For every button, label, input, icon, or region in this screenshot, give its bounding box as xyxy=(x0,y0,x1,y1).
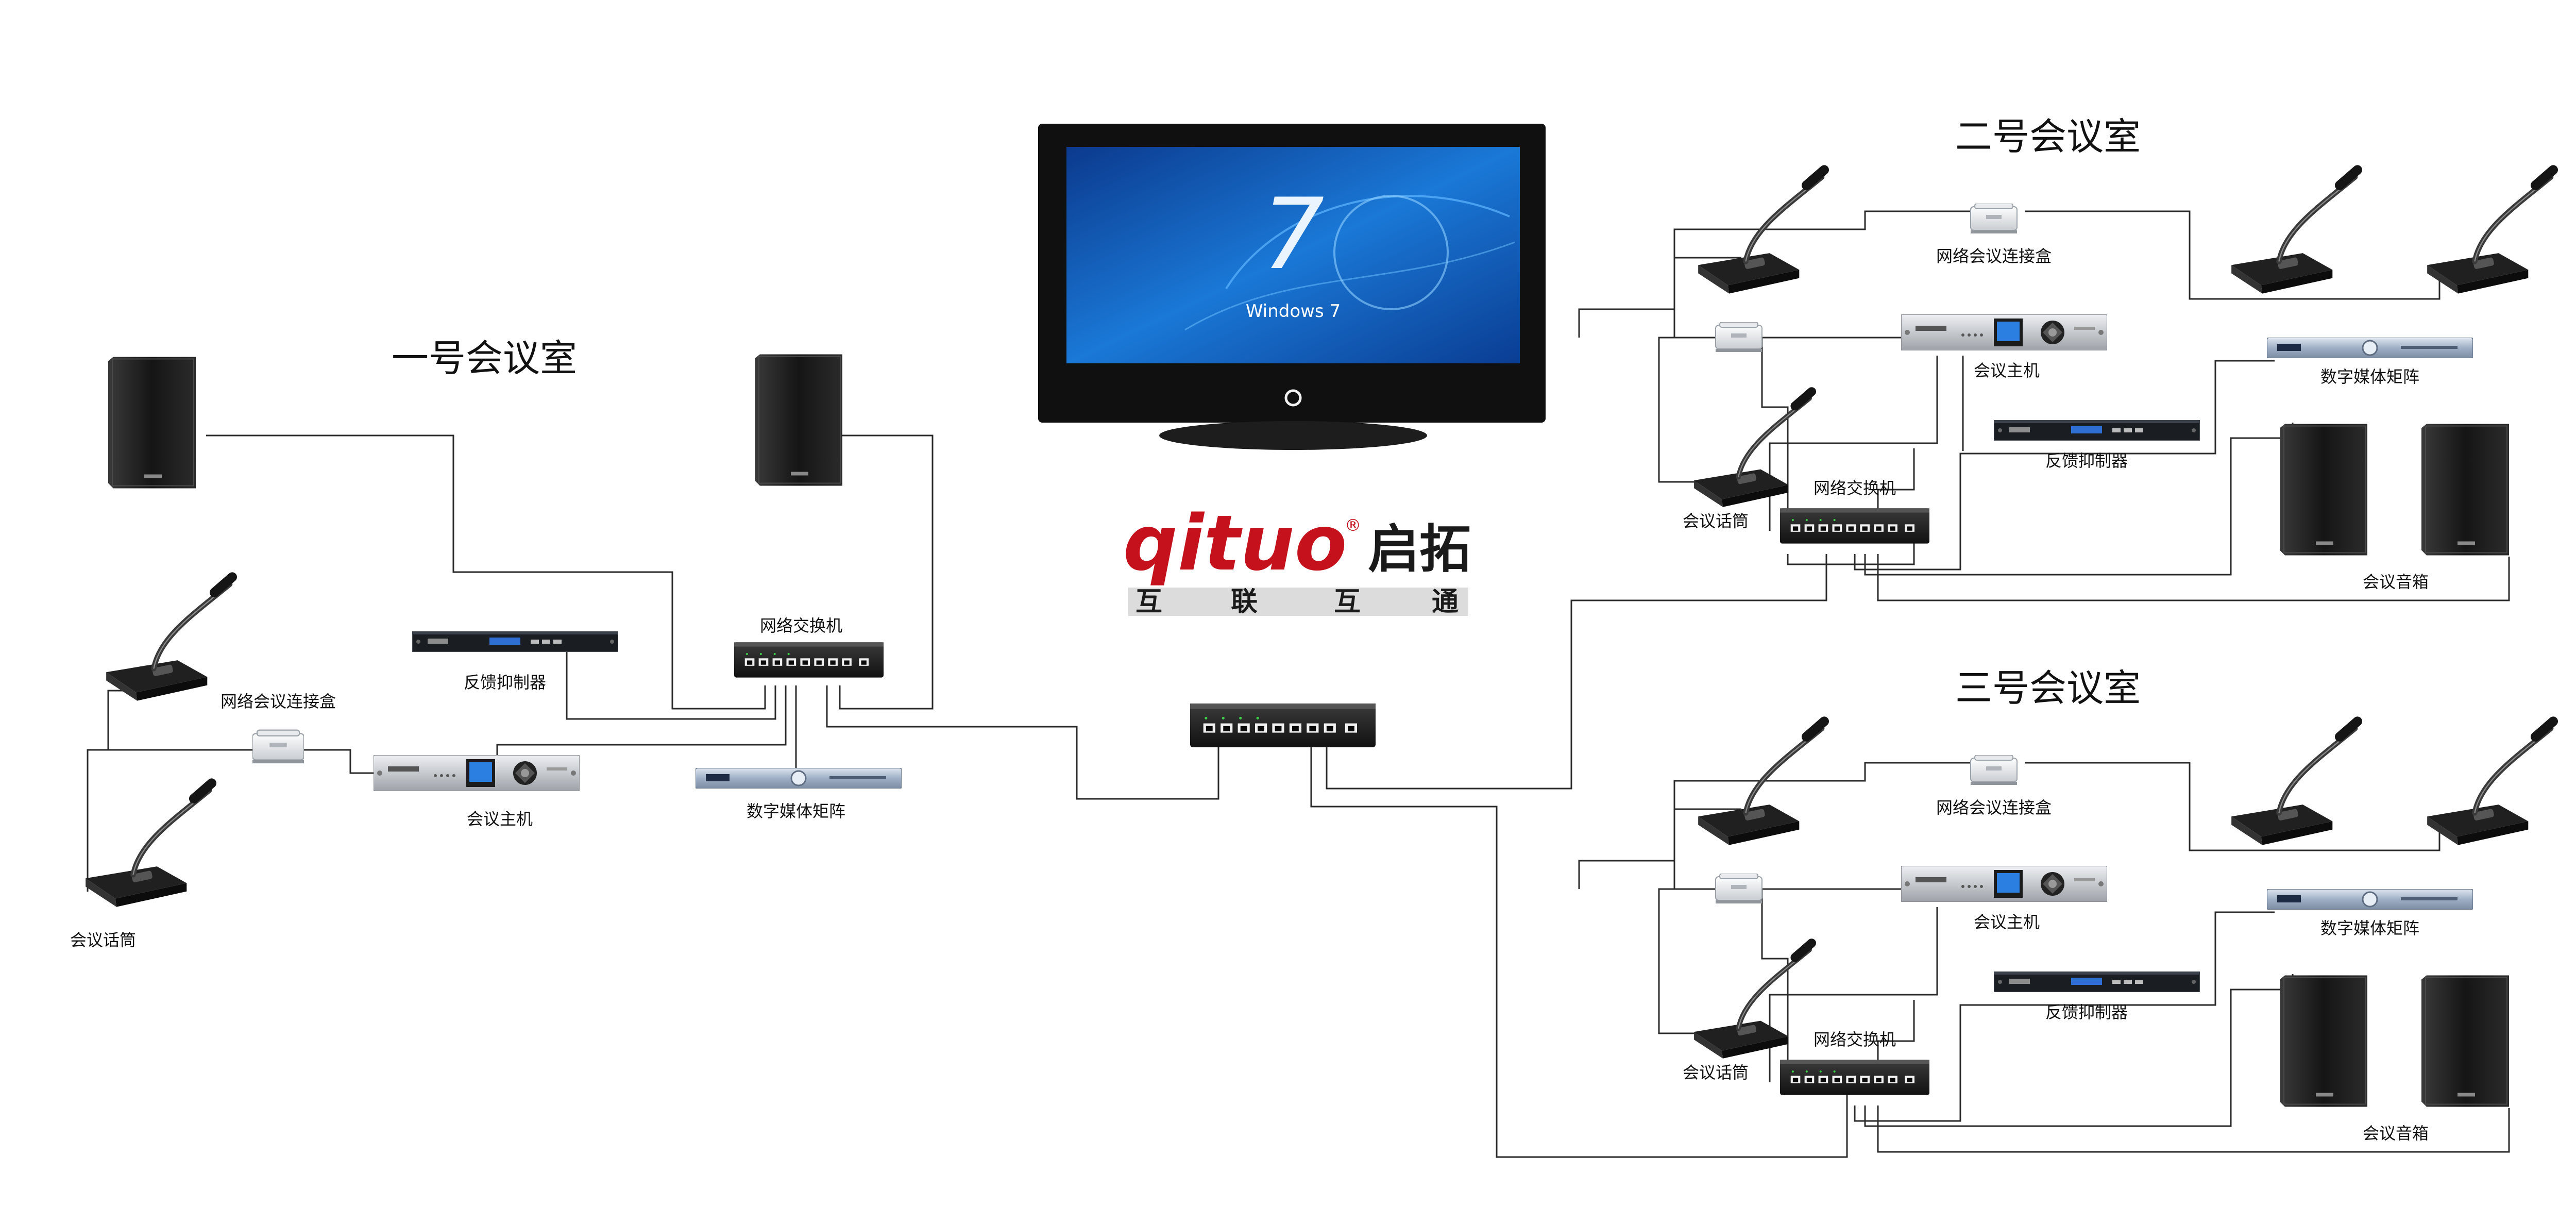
room3-microphone-right xyxy=(2427,722,2553,845)
slogan-char-2: 联 xyxy=(1231,587,1258,617)
room3-feedback-suppressor-label: 反馈抑制器 xyxy=(2045,1002,2128,1022)
room2-speaker-right xyxy=(2421,423,2509,556)
room1-host-unit-label: 会议主机 xyxy=(467,809,533,829)
room2-speaker-left xyxy=(2280,423,2367,556)
central-network-switch xyxy=(1190,703,1376,747)
room1-speaker-left xyxy=(108,356,196,489)
room1-connection-box-label: 网络会议连接盒 xyxy=(221,692,336,711)
room-2: 二号会议室 会议话筒 网络会议连接盒 会议主机 数字媒体矩阵 反馈抑制器 网络交… xyxy=(1683,115,2553,592)
logo-latin: qituo xyxy=(1123,499,1347,588)
room2-title: 二号会议室 xyxy=(1955,115,2141,158)
room1-network-switch-label: 网络交换机 xyxy=(760,616,842,635)
tv-logo-numeral: 7 xyxy=(1262,177,1325,291)
slogan-char-3: 互 xyxy=(1334,587,1361,617)
room2-microphone-right xyxy=(2427,170,2553,294)
room-3: 三号会议室 会议话筒 网络会议连接盒 会议主机 数字媒体矩阵 反馈抑制器 网络交… xyxy=(1683,666,2553,1143)
room2-microphone-mid xyxy=(2231,170,2358,294)
room3-speaker-right xyxy=(2421,975,2509,1108)
room3-microphone-lower xyxy=(1694,943,1811,1059)
room1-microphone-label: 会议话筒 xyxy=(70,930,136,950)
room1-microphone-lower xyxy=(86,783,212,907)
room1-feedback-suppressor-label: 反馈抑制器 xyxy=(464,673,546,692)
room1-feedback-suppressor xyxy=(412,631,618,652)
logo-registered-mark: ® xyxy=(1345,515,1361,535)
room2-connection-box-label: 网络会议连接盒 xyxy=(1936,246,2052,266)
room1-media-matrix xyxy=(696,768,902,789)
room1-speaker-right xyxy=(755,354,842,487)
room2-media-matrix xyxy=(2267,338,2473,358)
slogan-char-4: 通 xyxy=(1432,587,1459,617)
room3-host-unit xyxy=(1901,866,2107,902)
room3-network-switch-label: 网络交换机 xyxy=(1814,1030,1896,1049)
room3-media-matrix xyxy=(2267,889,2473,910)
room2-host-unit-label: 会议主机 xyxy=(1974,361,2040,380)
television: 7 Windows 7 xyxy=(1038,124,1546,450)
room3-network-switch xyxy=(1780,1060,1929,1095)
room3-title: 三号会议室 xyxy=(1955,666,2141,710)
room3-feedback-suppressor xyxy=(1994,971,2200,992)
room2-microphone-lower xyxy=(1694,392,1811,507)
room3-microphone-left xyxy=(1698,722,1824,845)
tv-screen-text: Windows 7 xyxy=(1246,301,1341,322)
room2-connection-box-top xyxy=(1970,204,2018,234)
room1-network-switch xyxy=(734,642,884,678)
room2-feedback-suppressor xyxy=(1994,420,2200,441)
room3-media-matrix-label: 数字媒体矩阵 xyxy=(2320,918,2419,938)
room1-media-matrix-label: 数字媒体矩阵 xyxy=(747,801,845,821)
room2-speaker-label: 会议音箱 xyxy=(2363,572,2429,592)
room3-connection-box-side xyxy=(1715,874,1763,904)
room1-title: 一号会议室 xyxy=(392,337,577,380)
room1-connection-box xyxy=(252,729,304,764)
connection-wires xyxy=(87,210,2510,1158)
room2-microphone-label: 会议话筒 xyxy=(1683,511,1749,531)
room1-microphone-upper xyxy=(106,577,232,701)
slogan-char-1: 互 xyxy=(1136,587,1162,617)
room2-network-switch xyxy=(1780,508,1929,544)
room2-media-matrix-label: 数字媒体矩阵 xyxy=(2320,367,2419,387)
room-1: 一号会议室 网络交换机 反馈抑制器 网络会议连接盒 会议主机 数字媒体矩阵 会议… xyxy=(70,337,902,950)
room3-host-unit-label: 会议主机 xyxy=(1974,912,2040,932)
room3-microphone-mid xyxy=(2231,722,2358,845)
logo-cn: 启拓 xyxy=(1368,519,1471,579)
room3-speaker-left xyxy=(2280,975,2367,1108)
room3-connection-box-label: 网络会议连接盒 xyxy=(1936,798,2052,817)
room2-microphone-left xyxy=(1698,170,1824,294)
room3-connection-box-top xyxy=(1970,755,2018,786)
brand-logo: qituo ® 启拓 互 联 互 通 xyxy=(1123,499,1471,617)
room2-feedback-suppressor-label: 反馈抑制器 xyxy=(2045,451,2128,471)
room2-network-switch-label: 网络交换机 xyxy=(1814,478,1896,498)
room2-connection-box-side xyxy=(1715,322,1763,353)
room2-host-unit xyxy=(1901,314,2107,350)
room1-host-unit xyxy=(374,755,580,791)
room3-speaker-label: 会议音箱 xyxy=(2363,1124,2429,1143)
room3-microphone-label: 会议话筒 xyxy=(1683,1063,1749,1082)
